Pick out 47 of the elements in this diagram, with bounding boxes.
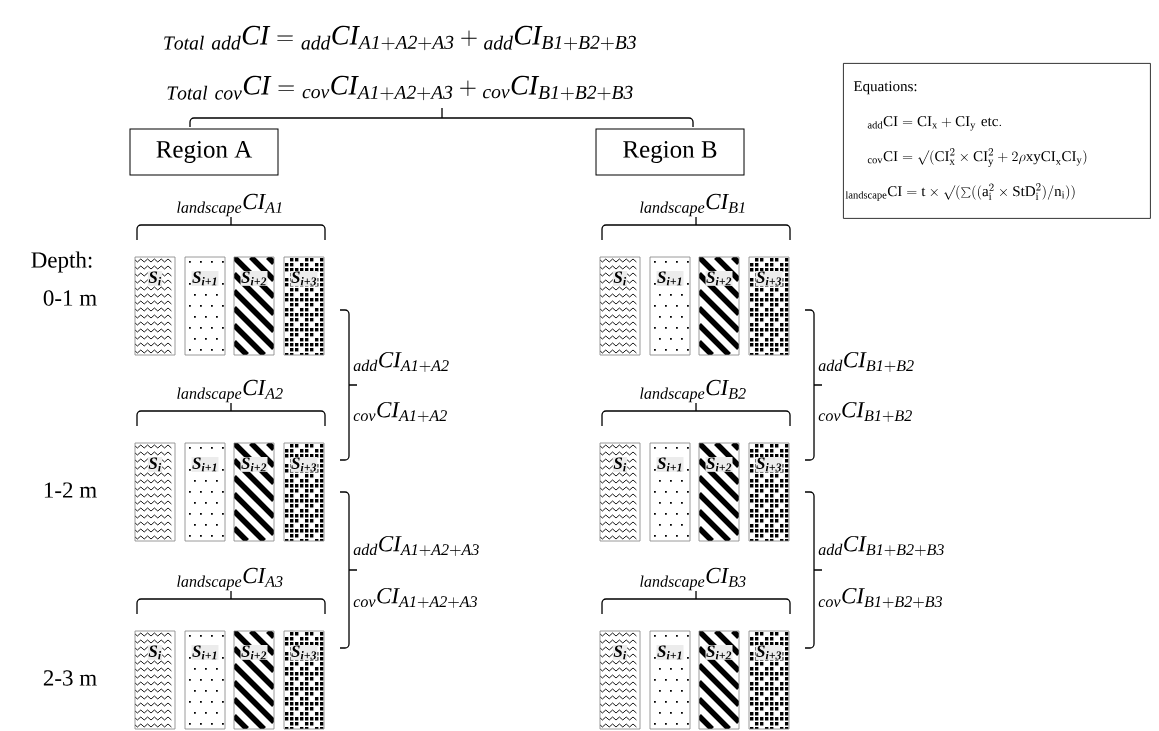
pattern-cell: S$_{i+3}$ [748, 256, 790, 356]
formula: ${}_{\mathit{add}}\mathit{CI}_{\mathit{A1+A2+A3}}$ [353, 536, 479, 557]
formula: ${}_{\mathit{add}}\mathit{CI}_{\mathit{B1+B2}}$ [818, 352, 914, 373]
pattern-cell: S$_{i+1}$ [184, 442, 226, 542]
pattern-cell: S$_{i}$ [134, 630, 176, 730]
formula: ${}_{\mathit{Total\ add}}\mathit{CI} = {}_{\mathit{add}}\mathit{CI}_{\mathit{A1+A2+A3}} + {}_{\mathit{add}}\mathit{CI}_{\mathit{B1+B2+B3}}$ [164, 25, 636, 51]
depth-label: 1-2 m [44, 482, 97, 498]
pattern-cell: S$_{i+2}$ [698, 630, 740, 730]
formula: ${}_{\mathit{Total\ cov}}\mathit{CI} = {}_{\mathit{cov}}\mathit{CI}_{\mathit{A1+A2+A3}} + {}_{\mathit{cov}}\mathit{CI}_{\mathit{B1+B2+B3}}$ [167, 75, 633, 101]
equations-box: Equations: ${}_{\mathrm{add}}\mathrm{CI}=\mathrm{CI}_{\mathrm{x}}+\mathrm{CI}_{\mathrm{y}}\ \mathrm{etc.}$ ${}_{\mathrm{cov}}\mathrm{CI}=\surd(\mathrm{CI}_{\mathrm{x}}^{2}\times\mathrm{CI}_{\mathrm{y}}^{2}+2\rho\mathrm{xyCI}_{\mathrm{x}}\mathrm{CI}_{\mathrm{y}})$ ${}_{\mathrm{landscape}}\mathrm{CI}=\mathrm{t}\times\surd(\sum((\mathrm{a}_{\mathrm{i}}^{2}\times\mathrm{StD}_{\mathrm{i}}^{2})/\mathrm{n}_{\mathrm{i}}))$ [843, 63, 1151, 219]
pattern-cell: S$_{i+1}$ [649, 256, 691, 356]
pattern-cell: S$_{i}$ [134, 442, 176, 542]
pattern-cell: S$_{i}$ [134, 256, 176, 356]
pattern-cell: S$_{i+1}$ [184, 256, 226, 356]
pattern-cell: S$_{i+3}$ [748, 442, 790, 542]
pattern-cell: S$_{i+3}$ [283, 442, 325, 542]
formula: ${}_{\mathit{landscape}}\mathit{CI}_{\mathit{B1}}$ [640, 193, 745, 217]
depth-label: Depth: [31, 251, 92, 273]
formula: ${}_{\mathit{cov}}\mathit{CI}_{\mathit{A1+A2+A3}}$ [353, 588, 478, 609]
formula: ${}_{\mathit{landscape}}\mathit{CI}_{\mathit{B3}}$ [640, 567, 746, 591]
formula: ${}_{\mathit{landscape}}\mathit{CI}_{\mathit{B2}}$ [640, 379, 746, 403]
pattern-cell: S$_{i+2}$ [233, 630, 275, 730]
pattern-cell: S$_{i+1}$ [184, 630, 226, 730]
depth-label: 0-1 m [43, 290, 97, 306]
depth-label: 2-3 m [43, 670, 97, 686]
pattern-cell: S$_{i+3}$ [283, 256, 325, 356]
formula: ${}_{\mathit{add}}\mathit{CI}_{\mathit{A1+A2}}$ [353, 352, 449, 373]
formula: ${}_{\mathit{add}}\mathit{CI}_{\mathit{B1+B2+B3}}$ [818, 536, 944, 557]
formula: ${}_{\mathit{landscape}}\mathit{CI}_{\mathit{A1}}$ [177, 193, 282, 217]
formula: ${}_{\mathit{cov}}\mathit{CI}_{\mathit{B1+B2}}$ [818, 402, 912, 423]
pattern-cell: S$_{i+2}$ [233, 442, 275, 542]
pattern-cell: S$_{i}$ [599, 442, 641, 542]
pattern-cell: S$_{i+3}$ [283, 630, 325, 730]
region-box: Region B [595, 128, 745, 176]
region-box: Region A [129, 128, 279, 176]
formula: ${}_{\mathit{cov}}\mathit{CI}_{\mathit{A1+A2}}$ [353, 402, 447, 423]
formula: ${}_{\mathit{landscape}}\mathit{CI}_{\mathit{A3}}$ [177, 567, 283, 591]
formula: ${}_{\mathit{cov}}\mathit{CI}_{\mathit{B1+B2+B3}}$ [818, 588, 943, 609]
pattern-cell: S$_{i}$ [599, 256, 641, 356]
pattern-cell: S$_{i+3}$ [748, 630, 790, 730]
formula: ${}_{\mathit{landscape}}\mathit{CI}_{\mathit{A2}}$ [177, 379, 283, 403]
pattern-cell: S$_{i+2}$ [233, 256, 275, 356]
pattern-cell: S$_{i+1}$ [649, 630, 691, 730]
pattern-cell: S$_{i+1}$ [649, 442, 691, 542]
pattern-cell: S$_{i}$ [599, 630, 641, 730]
pattern-cell: S$_{i+2}$ [698, 442, 740, 542]
pattern-cell: S$_{i+2}$ [698, 256, 740, 356]
